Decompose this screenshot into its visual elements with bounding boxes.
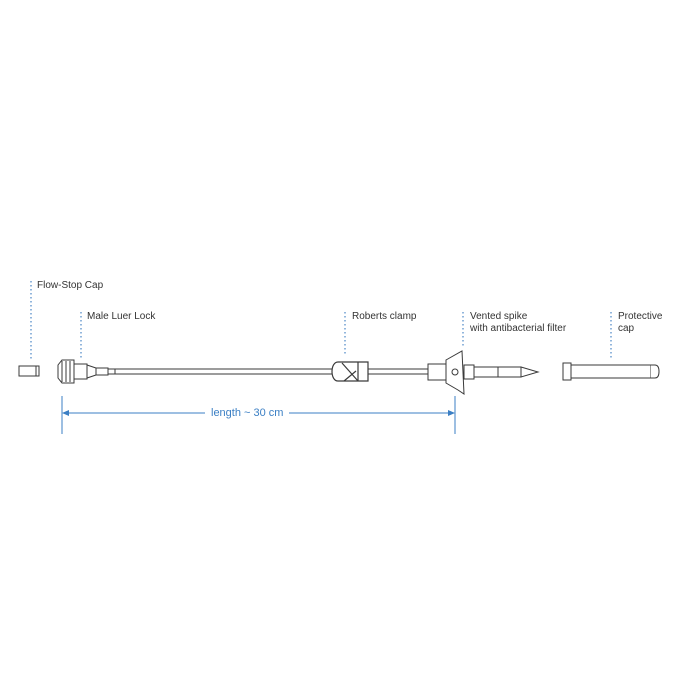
label-protective-cap-line1: Protective: [618, 311, 663, 322]
tubing: [115, 368, 428, 375]
label-vented-spike-line1: Vented spike: [470, 311, 528, 322]
dimension-label: length ~ 30 cm: [205, 406, 290, 420]
vented-spike-shape: [427, 350, 540, 395]
label-flow-stop-cap: Flow-Stop Cap: [37, 280, 104, 291]
label-protective-cap-line2: cap: [618, 323, 635, 334]
label-vented-spike-line2: with antibacterial filter: [470, 323, 567, 334]
male-luer-lock-shape: [57, 359, 116, 384]
label-male-luer-lock: Male Luer Lock: [87, 311, 156, 322]
protective-cap-shape: [562, 362, 660, 381]
flow-stop-cap-shape: [18, 365, 40, 377]
roberts-clamp-shape: [331, 361, 369, 382]
label-roberts-clamp: Roberts clamp: [352, 311, 417, 322]
